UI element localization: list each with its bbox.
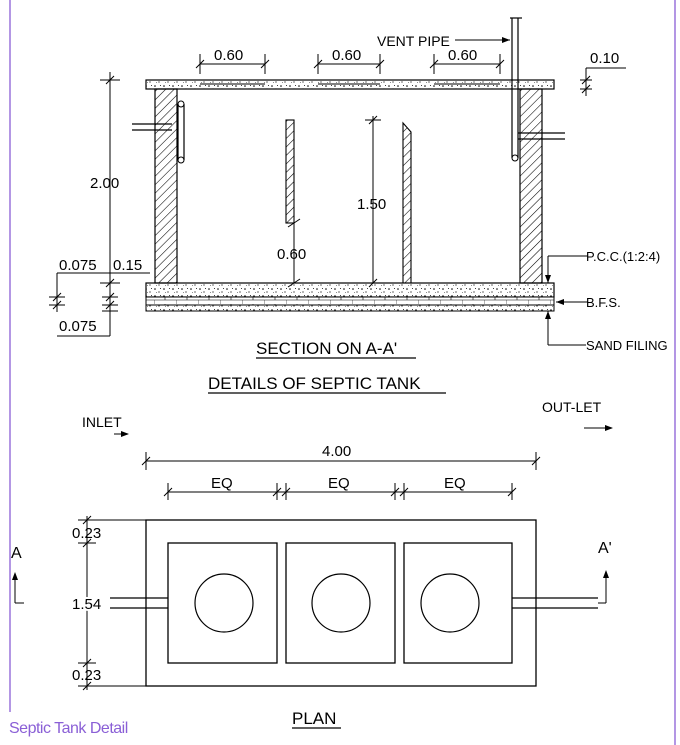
section-mark-left-label: A <box>11 545 22 562</box>
base-offset-label: 0.075 <box>59 318 97 335</box>
manhole-3 <box>420 573 480 633</box>
section-subtitle: DETAILS OF SEPTIC TANK <box>208 374 421 393</box>
baffle-gap-label: 0.60 <box>277 246 306 263</box>
top-dim-1-label: 0.60 <box>214 47 243 64</box>
section-mark-right: A' <box>598 540 612 604</box>
section-mark-right-label: A' <box>598 540 612 557</box>
wall-top-label: 0.23 <box>72 525 101 542</box>
height-label: 2.00 <box>90 175 119 192</box>
vent-pipe <box>511 18 519 158</box>
chamber-2-label: EQ <box>328 475 350 492</box>
top-dim-3: 0.60 <box>429 47 505 74</box>
section-arrow-right-icon <box>603 570 609 578</box>
sand-filling <box>145 304 555 312</box>
drawing-caption: Septic Tank Detail <box>9 720 128 737</box>
tank-outline <box>145 519 537 687</box>
section-mark-left: A <box>11 545 24 604</box>
slab-thickness-label: 0.10 <box>590 50 619 67</box>
brick-soling <box>145 296 555 306</box>
top-dim-3-label: 0.60 <box>448 47 477 64</box>
chamber-1 <box>167 542 278 664</box>
manhole-2 <box>311 573 371 633</box>
overall-length-dim: 4.00 <box>141 443 541 470</box>
chamber-3-label: EQ <box>444 475 466 492</box>
inlet-label: INLET <box>82 414 122 430</box>
plan-inlet-pipe <box>110 597 168 609</box>
overall-length-label: 4.00 <box>322 443 351 460</box>
baffle-left <box>285 119 295 224</box>
outlet-label: OUT-LET <box>542 399 602 415</box>
top-dim-2-label: 0.60 <box>332 47 361 64</box>
wall-bottom-label: 0.23 <box>72 667 101 684</box>
height-dim: 2.00 <box>90 72 120 288</box>
baffle-right <box>402 121 412 284</box>
plan-outlet-pipe <box>512 597 598 609</box>
wall-thickness-dim: 0.15 <box>110 257 150 274</box>
left-wall <box>154 88 178 284</box>
pcc-label: P.C.C.(1:2:4) <box>586 249 660 264</box>
wall-offset-dim: 0.075 <box>49 257 110 312</box>
section-arrow-left-icon <box>12 572 18 580</box>
top-dim-2: 0.60 <box>313 47 385 74</box>
bfs-callout: B.F.S. <box>556 295 621 310</box>
right-wall <box>519 88 543 284</box>
manhole-1 <box>194 573 254 633</box>
wall-offset-label: 0.075 <box>59 257 97 274</box>
outlet-arrow-icon <box>605 425 613 431</box>
wall-thickness-label: 0.15 <box>113 257 142 274</box>
vent-pipe-label: VENT PIPE <box>377 33 450 49</box>
inner-width-label: 1.54 <box>72 596 101 613</box>
plan-width-dim: 0.23 1.54 0.23 <box>70 515 146 691</box>
inlet-arrow-icon <box>121 431 129 437</box>
chamber-1-label: EQ <box>211 475 233 492</box>
baffle-height-label: 1.50 <box>357 196 386 213</box>
baffle-height-dim: 1.50 <box>357 115 386 288</box>
slab-thickness-dim: 0.10 <box>580 50 626 96</box>
bfs-label: B.F.S. <box>586 295 621 310</box>
base-offset-dim: 0.075 <box>57 283 118 337</box>
chamber-2 <box>285 542 396 664</box>
sand-callout: SAND FILING <box>545 311 668 353</box>
chamber-dims: EQ EQ EQ <box>163 475 517 500</box>
plan-title: PLAN <box>292 709 336 728</box>
outlet-pipe <box>518 132 565 140</box>
pcc-callout: P.C.C.(1:2:4) <box>545 249 660 283</box>
inlet-pipe <box>132 123 172 131</box>
pcc-base <box>145 282 555 298</box>
chamber-3 <box>403 542 513 664</box>
baffle-gap-dim: 0.60 <box>277 218 306 288</box>
section-title: SECTION ON A-A' <box>256 339 397 358</box>
sand-label: SAND FILING <box>586 338 668 353</box>
top-dim-1: 0.60 <box>195 47 270 74</box>
